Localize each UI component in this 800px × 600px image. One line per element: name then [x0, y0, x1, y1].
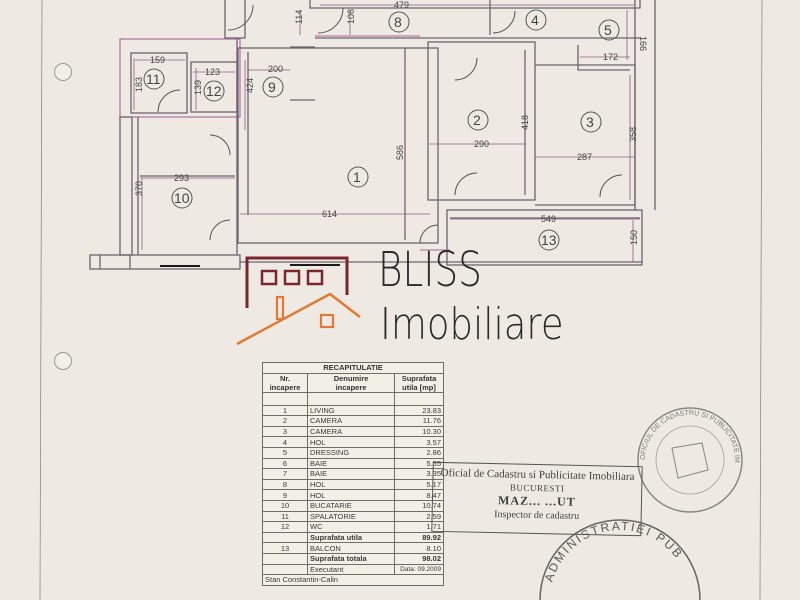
svg-text:586: 586 — [395, 145, 405, 160]
room-labels: 1 2 3 4 5 8 9 10 11 12 13 — [143, 9, 620, 251]
svg-text:12: 12 — [206, 83, 222, 99]
svg-text:123: 123 — [205, 67, 220, 77]
logo-text-imobiliare: Imobiliare — [380, 299, 564, 350]
room-1-label: 1 — [347, 166, 369, 188]
svg-text:172: 172 — [603, 52, 618, 62]
svg-text:9: 9 — [268, 79, 276, 95]
cadastre-inspector-stamp: Oficial de Cadastru si Publicitate Imobi… — [431, 461, 643, 537]
svg-text:290: 290 — [474, 139, 489, 149]
dimension-labels: 479 114 108 166 172 159 183 123 139 424 … — [134, 0, 648, 245]
walls — [89, 0, 656, 270]
svg-text:358: 358 — [628, 127, 638, 142]
svg-text:11: 11 — [146, 71, 161, 87]
svg-text:159: 159 — [150, 55, 165, 65]
room-11-label: 11 — [143, 68, 165, 90]
svg-text:370: 370 — [134, 181, 144, 196]
logo-text-bliss: BLISS — [378, 242, 482, 298]
room-12-label: 12 — [203, 80, 225, 102]
dimension-lines — [133, 4, 640, 262]
svg-text:139: 139 — [193, 80, 203, 95]
svg-text:13: 13 — [541, 232, 557, 248]
room-9-label: 9 — [262, 76, 284, 98]
col-header-nr: Nr.incapere — [262, 372, 308, 393]
svg-text:424: 424 — [245, 78, 255, 93]
svg-text:549: 549 — [541, 214, 556, 224]
room-4-label: 4 — [525, 9, 547, 31]
svg-text:150: 150 — [629, 230, 639, 245]
svg-text:108: 108 — [346, 9, 356, 24]
svg-text:418: 418 — [520, 115, 530, 130]
room-10-label: 10 — [171, 187, 193, 209]
executant-name-row: Stan Constantin-Calin — [262, 574, 444, 586]
room-13-label: 13 — [538, 229, 560, 251]
margin-line-left — [39, 0, 43, 600]
svg-text:2: 2 — [473, 112, 481, 128]
svg-text:1: 1 — [353, 169, 361, 185]
svg-text:293: 293 — [174, 173, 189, 183]
svg-text:114: 114 — [294, 10, 304, 24]
svg-text:5: 5 — [604, 22, 612, 38]
room-8-label: 8 — [388, 11, 410, 33]
svg-text:10: 10 — [174, 190, 190, 206]
svg-text:200: 200 — [268, 64, 283, 74]
svg-text:183: 183 — [134, 77, 144, 92]
room-2-label: 2 — [467, 109, 489, 131]
svg-text:8: 8 — [394, 14, 402, 30]
bliss-house-logo-icon — [236, 256, 361, 346]
svg-text:479: 479 — [394, 0, 409, 10]
punch-hole-top — [54, 63, 72, 81]
svg-text:166: 166 — [638, 36, 648, 51]
room-5-label: 5 — [598, 19, 620, 41]
room-3-label: 3 — [580, 111, 602, 133]
punch-hole-bottom — [54, 352, 72, 370]
svg-text:614: 614 — [322, 209, 337, 219]
table-title: RECAPITULATIE — [262, 362, 444, 374]
svg-text:3: 3 — [586, 114, 594, 130]
svg-text:287: 287 — [577, 152, 592, 162]
doors — [157, 4, 623, 267]
svg-text:4: 4 — [531, 12, 539, 28]
margin-line-right — [759, 0, 763, 600]
